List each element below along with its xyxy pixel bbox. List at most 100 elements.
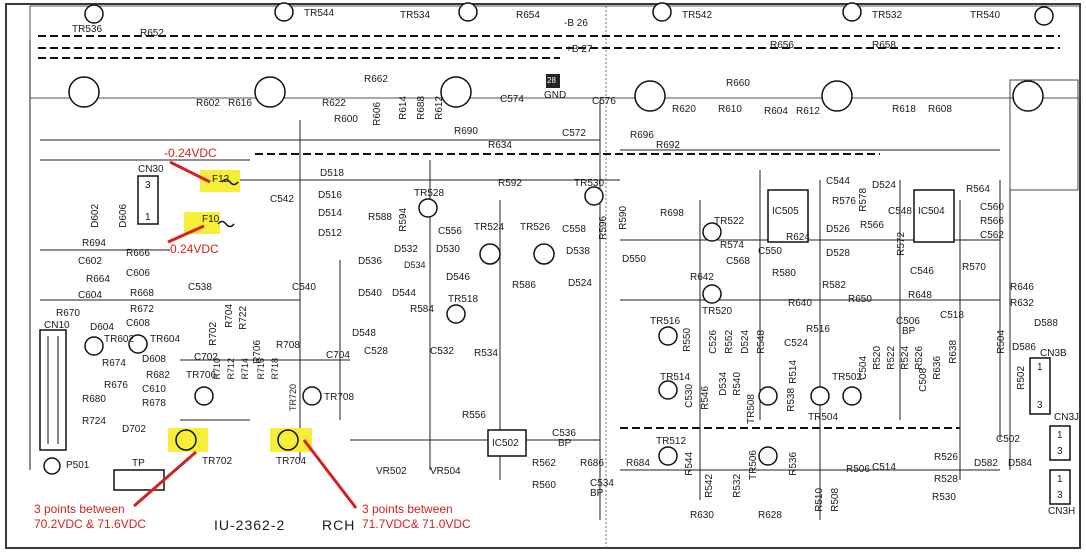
c574-label: C574 (500, 94, 524, 105)
r702-label: R702 (208, 322, 219, 346)
r614-label: R614 (398, 96, 409, 120)
d602-label: D602 (90, 204, 101, 228)
gnd-num-label: 28 (547, 76, 556, 85)
c704-label: C704 (326, 350, 350, 361)
tr530-label: TR530 (574, 178, 605, 189)
d582-label: D582 (974, 458, 998, 469)
r672-label: R672 (130, 304, 154, 315)
c544-label: C544 (826, 176, 850, 187)
r574-label: R574 (720, 240, 744, 251)
r604-label: R604 (764, 106, 788, 117)
r658-label: R658 (872, 40, 896, 51)
tr522-label: TR522 (714, 216, 745, 227)
r586-label: R586 (512, 280, 536, 291)
r646-label: R646 (1010, 282, 1034, 293)
r550-label: R550 (682, 328, 693, 352)
d526-label: D526 (826, 224, 850, 235)
c602-label: C602 (78, 256, 102, 267)
tr702-note-line2: 70.2VDC & 71.6VDC (34, 517, 147, 531)
r504-label: R504 (996, 330, 1007, 354)
cn30-label: CN30 (138, 164, 164, 175)
r676-label: R676 (104, 380, 128, 391)
vr502-label: VR502 (376, 466, 407, 477)
r520-label: R520 (872, 346, 883, 370)
r632-label: R632 (1010, 298, 1034, 309)
cn3b-pin3-label: 3 (1037, 400, 1043, 411)
r560-label: R560 (532, 480, 556, 491)
r566b-label: R566 (980, 216, 1004, 227)
r642-label: R642 (690, 272, 714, 283)
r680-label: R680 (82, 394, 106, 405)
f12-voltage-annotation: -0.24VDC (164, 146, 217, 160)
tr520-label: TR520 (702, 306, 733, 317)
c702-label: C702 (194, 352, 218, 363)
r612b-label: R612 (796, 106, 820, 117)
tr702-label: TR702 (202, 456, 233, 467)
tr706-label: TR706 (186, 370, 217, 381)
r682-label: R682 (146, 370, 170, 381)
cn3j-label: CN3J (1054, 412, 1080, 423)
r698-label: R698 (660, 208, 684, 219)
r532-label: R532 (732, 474, 743, 498)
r606-label: R606 (372, 102, 383, 126)
tr702-note-line1: 3 points between (34, 502, 125, 516)
c548-label: C548 (888, 206, 912, 217)
tr540-label: TR540 (970, 10, 1001, 21)
tr512-label: TR512 (656, 436, 687, 447)
d604-label: D604 (90, 322, 114, 333)
r624-label: R624 (786, 232, 810, 243)
r592-label: R592 (498, 178, 522, 189)
r622-label: R622 (322, 98, 346, 109)
r708-label: R708 (276, 340, 300, 351)
r722-label: R722 (238, 306, 249, 330)
cn3h-pin3-label: 3 (1057, 490, 1063, 501)
r610-label: R610 (718, 104, 742, 115)
r508-label: R508 (830, 488, 841, 512)
c526-label: C526 (708, 330, 719, 354)
r674-label: R674 (102, 358, 126, 369)
r548-label: R548 (756, 330, 767, 354)
r670-label: R670 (56, 308, 80, 319)
tr524-label: TR524 (474, 222, 505, 233)
r544-label: R544 (684, 452, 695, 476)
tr708-label: TR708 (324, 392, 355, 403)
cn10-label: CN10 (44, 320, 70, 331)
c530-label: C530 (684, 384, 695, 408)
ic505-label: IC505 (772, 206, 799, 217)
gnd-label: GND (544, 90, 567, 101)
r562-label: R562 (532, 458, 556, 469)
r536-label: R536 (788, 452, 799, 476)
cn30-pin3-label: 3 (145, 180, 151, 191)
tr504-label: TR504 (808, 412, 839, 423)
r666-label: R666 (126, 248, 150, 259)
d512-label: D512 (318, 228, 342, 239)
r594-label: R594 (398, 208, 409, 232)
r526b-label: R526 (914, 346, 925, 370)
c506-bp-label: BP (902, 326, 916, 337)
tr536-label: TR536 (72, 24, 103, 35)
c610-label: C610 (142, 384, 166, 395)
r506-label: R506 (846, 464, 870, 475)
r510-label: R510 (814, 488, 825, 512)
c534-bp-label: BP (590, 488, 604, 499)
c546-label: C546 (910, 266, 934, 277)
r690-label: R690 (454, 126, 478, 137)
d538-label: D538 (566, 246, 590, 257)
r608-label: R608 (928, 104, 952, 115)
c576-label: C576 (592, 96, 616, 107)
d608-label: D608 (142, 354, 166, 365)
tr542-label: TR542 (682, 10, 713, 21)
r526-label: R526 (934, 452, 958, 463)
d524b-label: D524 (872, 180, 896, 191)
r664-label: R664 (86, 274, 110, 285)
d524-label: D524 (568, 278, 592, 289)
d518-label: D518 (320, 168, 344, 179)
r662-label: R662 (364, 74, 388, 85)
tr516-label: TR516 (650, 316, 681, 327)
d702-label: D702 (122, 424, 146, 435)
c572-label: C572 (562, 128, 586, 139)
r552-label: R552 (724, 330, 735, 354)
r718-label: R718 (270, 358, 280, 380)
tr704-note-line2: 71.7VDC& 71.0VDC (362, 517, 471, 531)
